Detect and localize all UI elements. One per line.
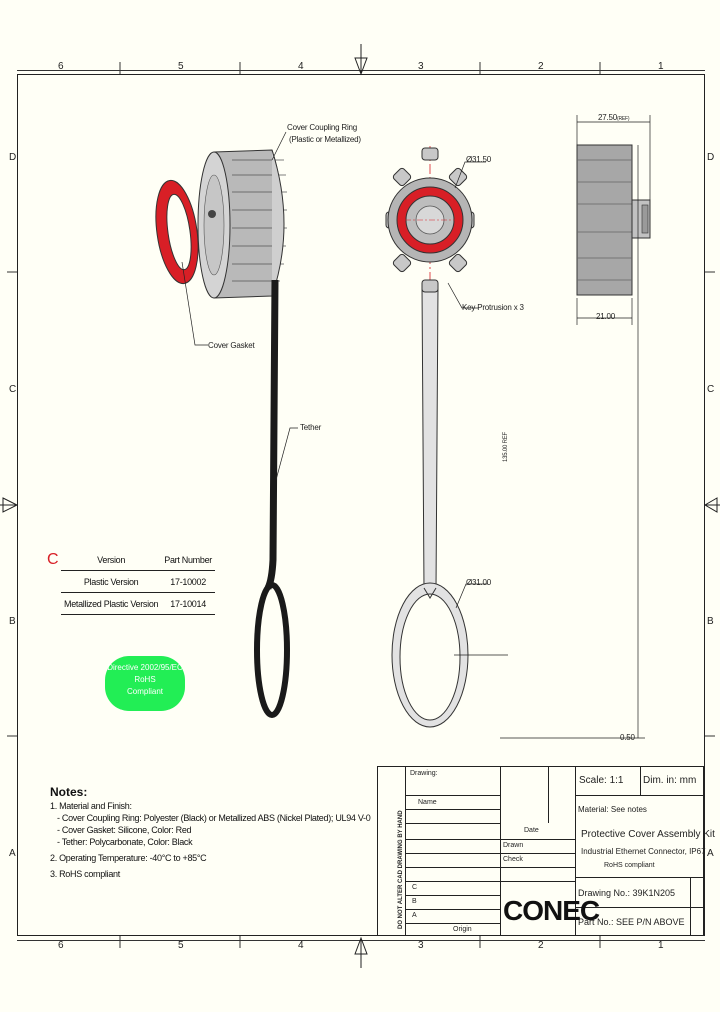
scale: Scale: 1:1 [579, 775, 624, 786]
dim-vertical-ref: 135.00 REF [503, 431, 509, 462]
zone-ticks [7, 62, 715, 948]
revision-a: A [412, 912, 417, 919]
note-line: 1. Material and Finish: [50, 801, 132, 811]
checked-label: Check [503, 856, 523, 863]
version-cell: Plastic Version [61, 570, 162, 593]
drawing-subtitle: Industrial Ethernet Connector, IP67 [581, 847, 706, 856]
note-line: - Tether: Polycarbonate, Color: Black [57, 837, 193, 847]
tether-iso [254, 279, 290, 718]
side-view [576, 144, 651, 296]
zone-col-1-bottom: 1 [658, 940, 664, 951]
dim-length: 0.50 [620, 733, 635, 742]
zone-row-c-right: C [707, 384, 715, 395]
name-header: Name [418, 799, 437, 806]
part-cell: 17-10014 [161, 592, 215, 615]
rohs-line-3: Compliant [126, 687, 163, 696]
conec-logo: CONEC [503, 895, 600, 926]
zone-col-4: 4 [298, 61, 304, 72]
drawing-compliance: RoHS compliant [604, 862, 655, 869]
table-row: Plastic Version 17-10002 [61, 570, 215, 593]
zone-col-6-bottom: 6 [58, 940, 64, 951]
coupling-ring-iso [197, 149, 287, 299]
zone-col-6: 6 [58, 61, 64, 72]
table-row: Metallized Plastic Version 17-10014 [61, 592, 215, 615]
callout-coupling-ring: Cover Coupling Ring [287, 123, 358, 132]
zone-col-3-bottom: 3 [418, 940, 424, 951]
version-table: Version Part Number Plastic Version 17-1… [61, 549, 215, 615]
origin-label: Origin [453, 926, 472, 933]
note-line: - Cover Gasket: Silicone, Color: Red [57, 825, 192, 835]
rohs-line-1: Directive 2002/95/EC [107, 663, 183, 672]
header-version: Version [61, 549, 162, 571]
title-block: DO NOT ALTER CAD DRAWING BY HAND Drawing… [377, 766, 715, 936]
drawing-label: Drawing: [410, 770, 438, 777]
version-cell: Metallized Plastic Version [61, 592, 162, 615]
zone-col-5-bottom: 5 [178, 940, 184, 951]
callout-gasket: Cover Gasket [208, 341, 255, 350]
zone-col-5: 5 [178, 61, 184, 72]
callout-coupling-ring-material: (Plastic or Metallized) [289, 135, 361, 144]
revision-c: C [412, 884, 418, 891]
material: Material: See notes [578, 805, 647, 814]
rohs-badge: Directive 2002/95/EC RoHS Compliant [105, 656, 185, 711]
zone-row-d-right: D [707, 152, 715, 163]
zone-col-4-bottom: 4 [298, 940, 304, 951]
centering-marks [0, 44, 720, 968]
callout-key-protrusion: Key Protrusion x 3 [462, 303, 524, 312]
drawn-label: Drawn [503, 842, 524, 849]
zone-col-3: 3 [418, 61, 424, 72]
dim-width: 27.50(REF) [598, 113, 630, 122]
part-cell: 17-10002 [161, 570, 215, 593]
zone-row-a-right: A [707, 848, 714, 859]
dim-depth: 21.00 [596, 312, 616, 321]
date-header: Date [524, 827, 539, 834]
callout-dia-top: Ø31.50 [466, 155, 492, 164]
revision-b: B [412, 898, 417, 905]
header-part-number: Part Number [161, 549, 215, 571]
dim-unit: Dim. in: mm [643, 775, 697, 786]
drawing-number: Drawing No.: 39K1N205 [578, 888, 676, 898]
zone-row-b-right: B [707, 616, 714, 627]
callout-dia-loop: Ø31.00 [466, 578, 492, 587]
zone-col-1: 1 [658, 61, 664, 72]
dim-width-unit: (REF) [617, 116, 630, 122]
note-line: 3. RoHS compliant [50, 869, 120, 879]
front-view [385, 146, 475, 728]
note-line: - Cover Coupling Ring: Polyester (Black)… [57, 813, 371, 823]
notes-block: Notes: 1. Material and Finish: - Cover C… [50, 785, 371, 880]
zone-col-2: 2 [538, 61, 544, 72]
zone-row-b: B [9, 616, 16, 627]
table-row: Version Part Number [61, 549, 215, 571]
zone-row-a: A [9, 848, 16, 859]
drawing-title: Protective Cover Assembly Kit [581, 829, 715, 840]
title-block-side-note: DO NOT ALTER CAD DRAWING BY HAND [398, 810, 404, 929]
dim-width-value: 27.50 [598, 113, 618, 122]
front-leaders [447, 161, 508, 656]
part-number: Part No.: SEE P/N ABOVE [578, 917, 685, 927]
notes-title: Notes: [50, 785, 88, 799]
cover-gasket-iso [155, 179, 199, 285]
zone-row-d: D [9, 152, 17, 163]
rohs-line-2: RoHS [134, 675, 156, 684]
iso-leaders [181, 131, 298, 481]
zone-row-c: C [9, 384, 17, 395]
zone-col-2-bottom: 2 [538, 940, 544, 951]
version-marker: C [47, 551, 59, 568]
dimensions [500, 115, 651, 739]
callout-tether: Tether [300, 423, 322, 432]
note-line: 2. Operating Temperature: -40°C to +85°C [50, 853, 207, 863]
